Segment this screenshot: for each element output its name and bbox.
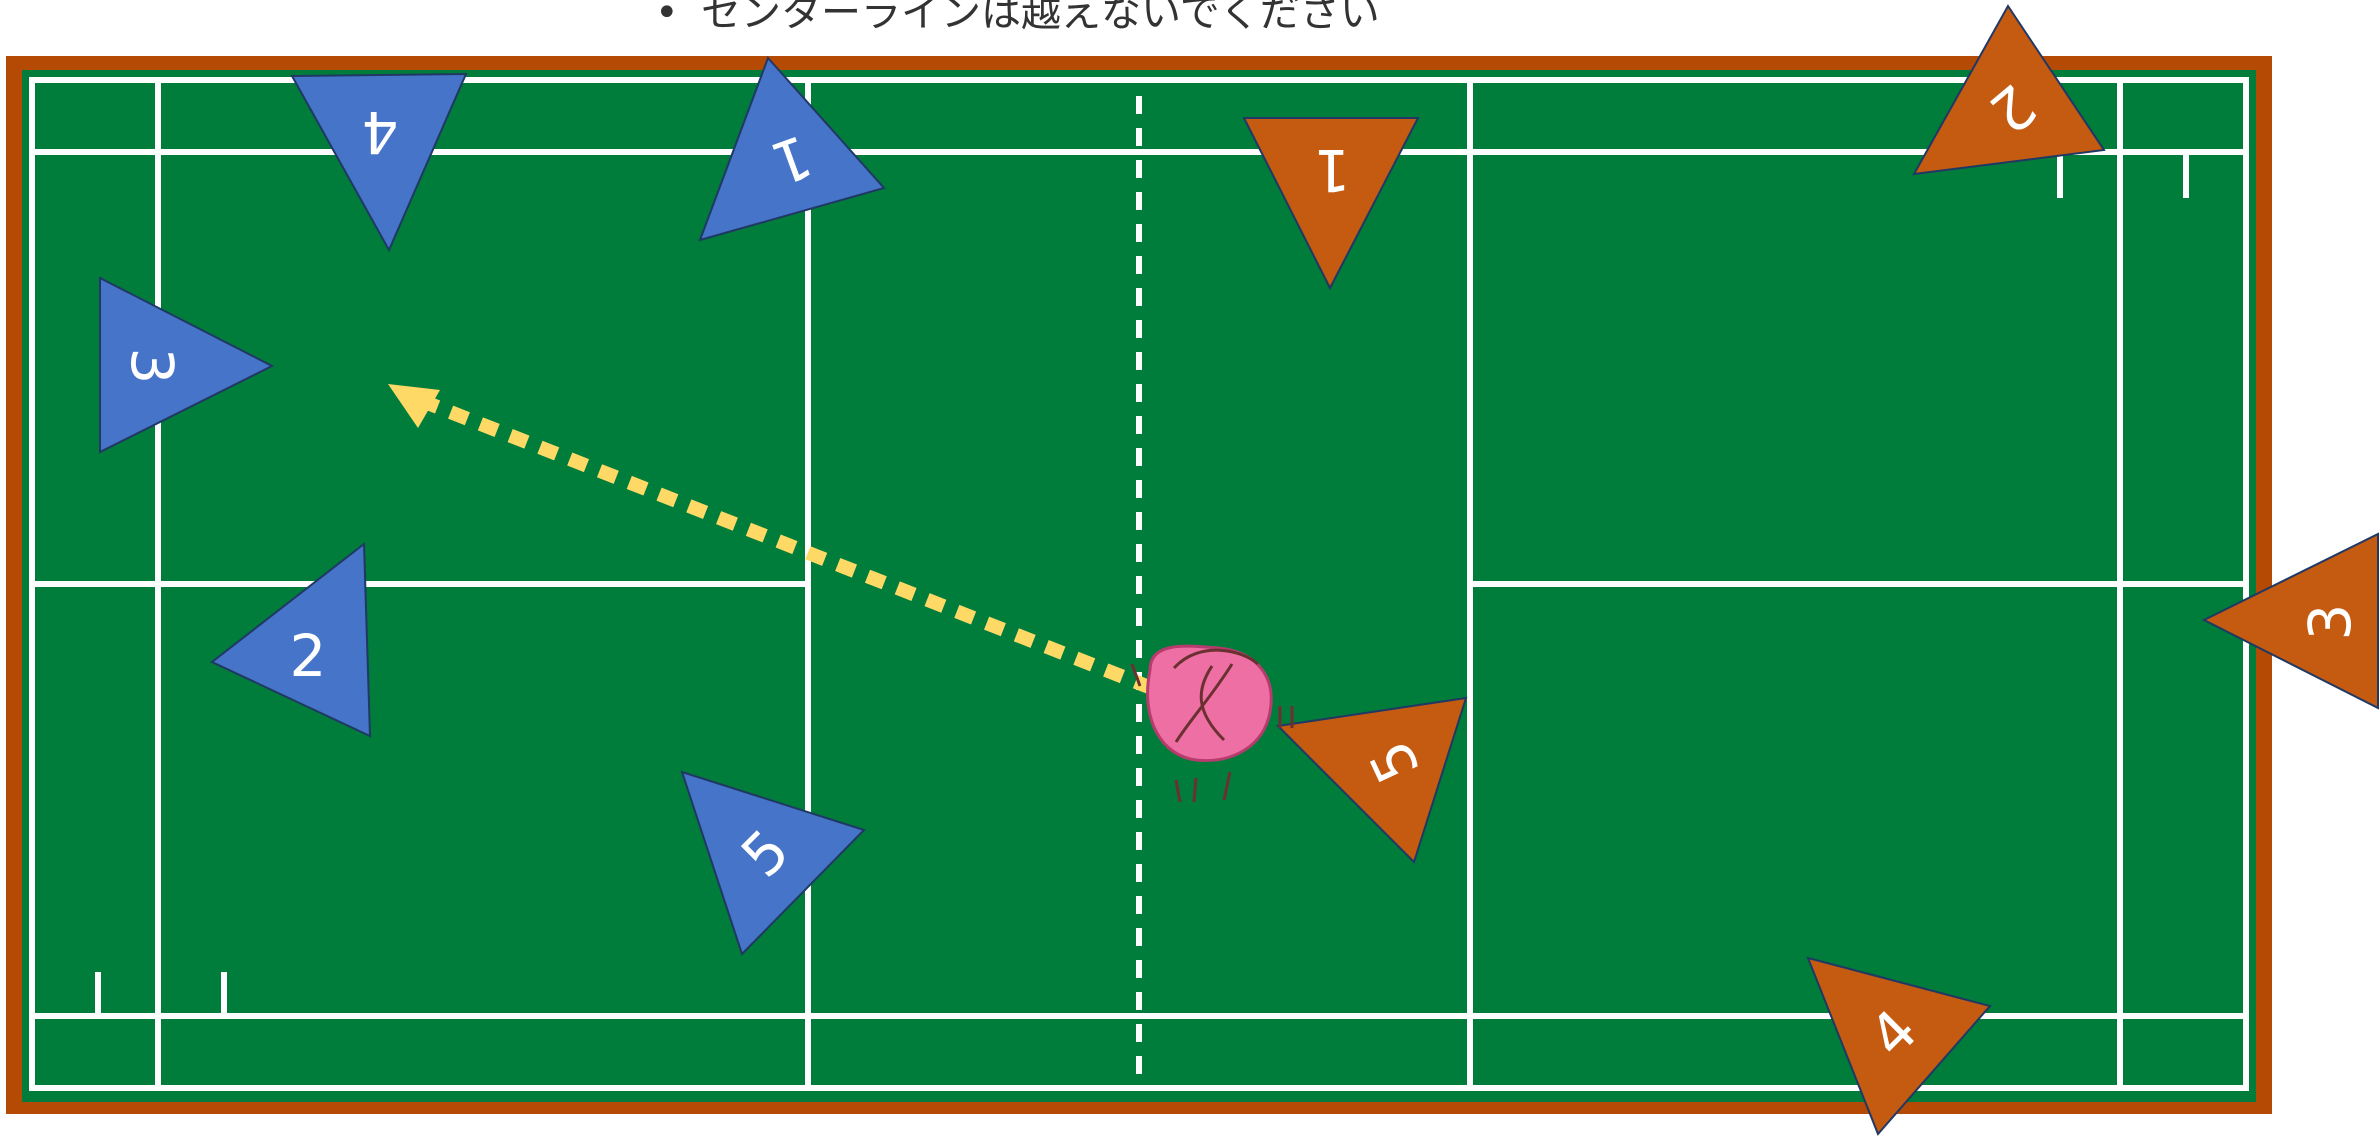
player-number: 3 — [118, 348, 186, 385]
player-number: 1 — [1314, 136, 1351, 204]
player-number: 4 — [362, 98, 399, 166]
player-number: 2 — [290, 622, 327, 690]
player-number: 3 — [2296, 604, 2364, 641]
